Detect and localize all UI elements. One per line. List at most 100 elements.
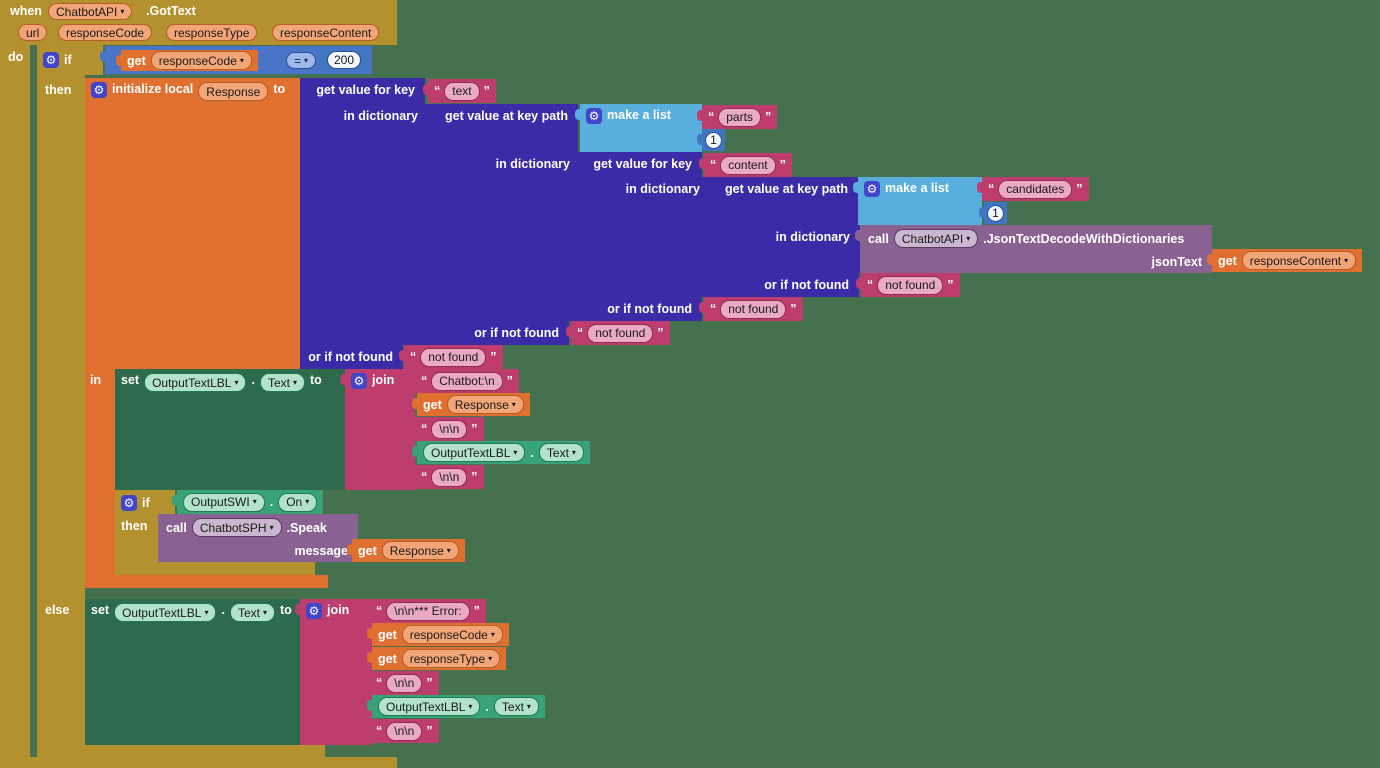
get-responseContent-block[interactable]: get responseContent▾ — [1206, 249, 1363, 272]
component-dropdown[interactable]: OutputTextLBL▾ — [144, 373, 247, 392]
dict-get-value-at-key-path-block[interactable]: get value at key path — [710, 177, 858, 225]
number-200-block[interactable]: 200 — [320, 49, 368, 71]
dict-get-value-for-key-block[interactable]: get value for key — [300, 78, 425, 104]
variable-dropdown[interactable]: responseType▾ — [401, 649, 501, 668]
operator-dropdown[interactable]: =▾ — [286, 52, 317, 69]
mutator-gear-icon[interactable]: ⚙ — [586, 108, 602, 124]
variable-dropdown[interactable]: responseCode▾ — [150, 51, 252, 70]
mutator-gear-icon[interactable]: ⚙ — [43, 52, 59, 68]
when-block-left-edge[interactable] — [0, 45, 30, 757]
string-error-prefix-block[interactable]: “ \n\n*** Error: ” — [365, 599, 486, 623]
component-dropdown[interactable]: OutputTextLBL▾ — [378, 697, 481, 716]
string-newlines-block[interactable]: “ \n\n ” — [365, 719, 439, 743]
output-text-getter-block[interactable]: OutputTextLBL▾ . Text▾ — [412, 441, 590, 464]
string-value[interactable]: not found — [587, 323, 654, 343]
property-dropdown[interactable]: On▾ — [278, 492, 318, 512]
string-value[interactable]: not found — [420, 347, 487, 367]
set-output-text-block[interactable]: set OutputTextLBL▾ . Text▾ to — [85, 599, 300, 745]
mutator-gear-icon[interactable]: ⚙ — [121, 495, 137, 511]
dict-or-if-not-found-row[interactable]: or if not found — [300, 345, 403, 369]
variable-dropdown[interactable]: responseCode▾ — [401, 625, 503, 644]
when-block-bottom-edge[interactable] — [0, 757, 397, 768]
string-newlines-block[interactable]: “ \n\n ” — [365, 671, 439, 695]
get-responseType-block[interactable]: get responseType▾ — [366, 647, 507, 670]
string-newlines-block[interactable]: “ \n\n ” — [410, 417, 484, 441]
if-block-left-edge[interactable] — [37, 75, 85, 743]
output-text-getter-block[interactable]: OutputTextLBL▾ . Text▾ — [367, 695, 545, 718]
dict-get-value-for-key-block[interactable]: get value for key — [580, 152, 702, 177]
string-value[interactable]: \n\n — [386, 721, 423, 741]
make-a-list-block[interactable]: ⚙ make a list — [853, 177, 982, 225]
string-value[interactable]: not found — [720, 299, 787, 319]
string-value[interactable]: content — [720, 155, 776, 175]
string-value[interactable]: Chatbot:\n — [431, 371, 503, 391]
nested-if-left-edge[interactable] — [115, 516, 158, 564]
string-parts-block[interactable]: “ parts ” — [696, 105, 778, 129]
component-dropdown[interactable]: OutputSWI▾ — [183, 492, 265, 512]
call-speak-block[interactable]: call ChatbotSPH▾ .Speak message — [158, 514, 358, 562]
string-candidates-block[interactable]: “ candidates ” — [977, 177, 1089, 201]
string-value[interactable]: \n\n — [431, 419, 468, 439]
string-not-found-block[interactable]: “ not found ” — [856, 273, 960, 297]
number-1-block[interactable]: 1 — [979, 202, 1007, 224]
dict-or-if-not-found-row[interactable]: or if not found — [428, 321, 569, 345]
param-chip-url[interactable]: url — [18, 24, 48, 41]
dict-in-dictionary-row[interactable]: in dictionary — [300, 104, 428, 345]
string-value[interactable]: text — [444, 81, 480, 101]
mutator-gear-icon[interactable]: ⚙ — [306, 603, 322, 619]
dict-or-if-not-found-row[interactable]: or if not found — [580, 297, 702, 321]
param-chip-responseType[interactable]: responseType — [166, 24, 258, 41]
string-value[interactable]: \n\n*** Error: — [386, 601, 470, 621]
string-not-found-block[interactable]: “ not found ” — [699, 297, 803, 321]
when-event-block[interactable]: when ChatbotAPI▾ .GotText url responseCo… — [0, 0, 397, 45]
string-value[interactable]: \n\n — [386, 673, 423, 693]
initialize-local-bottom-edge[interactable] — [85, 575, 328, 588]
get-responseCode-block[interactable]: get responseCode▾ — [367, 623, 509, 646]
number-value[interactable]: 1 — [705, 131, 722, 149]
mutator-gear-icon[interactable]: ⚙ — [91, 82, 107, 98]
set-output-text-block[interactable]: set OutputTextLBL▾ . Text▾ to — [115, 369, 345, 490]
string-chatbot-prefix-block[interactable]: “ Chatbot:\n ” — [410, 369, 519, 393]
mutator-gear-icon[interactable]: ⚙ — [864, 181, 880, 197]
string-value[interactable]: \n\n — [431, 467, 468, 487]
join-block[interactable]: ⚙ join — [340, 369, 415, 490]
variable-dropdown[interactable]: responseContent▾ — [1241, 251, 1357, 270]
dict-in-dictionary-row[interactable]: in dictionary — [710, 225, 860, 273]
dict-in-dictionary-row[interactable]: in dictionary — [580, 177, 710, 297]
string-not-found-block[interactable]: “ not found ” — [566, 321, 670, 345]
property-dropdown[interactable]: Text▾ — [493, 697, 539, 716]
property-dropdown[interactable]: Text▾ — [259, 373, 305, 392]
get-response-block[interactable]: get Response▾ — [412, 393, 530, 416]
property-dropdown[interactable]: Text▾ — [229, 603, 275, 622]
dict-get-value-at-key-path-block[interactable]: get value at key path — [428, 104, 578, 152]
local-variable-name-field[interactable]: Response — [198, 82, 269, 101]
number-value[interactable]: 1 — [987, 204, 1004, 222]
nested-if-block-header[interactable]: ⚙ if — [115, 490, 175, 516]
get-responseCode-block[interactable]: get responseCode▾ — [116, 50, 258, 71]
get-response-block[interactable]: get Response▾ — [347, 539, 465, 562]
property-dropdown[interactable]: Text▾ — [538, 443, 584, 462]
mutator-gear-icon[interactable]: ⚙ — [351, 373, 367, 389]
param-chip-responseCode[interactable]: responseCode — [58, 24, 153, 41]
event-component-dropdown[interactable]: ChatbotAPI▾ — [48, 3, 133, 20]
call-json-decode-block[interactable]: call ChatbotAPI▾ .JsonTextDecodeWithDict… — [855, 225, 1212, 273]
string-not-found-block[interactable]: “ not found ” — [399, 345, 503, 369]
number-value[interactable]: 200 — [326, 51, 362, 69]
number-1-block[interactable]: 1 — [697, 129, 725, 151]
string-value[interactable]: parts — [718, 107, 761, 127]
component-dropdown[interactable]: ChatbotSPH▾ — [191, 518, 282, 537]
string-text-block[interactable]: “ text ” — [423, 79, 496, 103]
if-block-header[interactable]: ⚙ if — [37, 45, 103, 75]
param-chip-responseContent[interactable]: responseContent — [272, 24, 380, 41]
initialize-local-block[interactable]: ⚙ initialize local Response to — [85, 78, 300, 369]
string-value[interactable]: not found — [877, 275, 944, 295]
component-dropdown[interactable]: OutputTextLBL▾ — [423, 443, 526, 462]
if-block-bottom-edge[interactable] — [37, 743, 325, 757]
output-switch-getter-block[interactable]: OutputSWI▾ . On▾ — [171, 490, 324, 514]
string-value[interactable]: candidates — [998, 179, 1073, 199]
dict-in-dictionary-row[interactable]: in dictionary — [428, 152, 580, 321]
variable-dropdown[interactable]: Response▾ — [446, 395, 524, 414]
string-content-block[interactable]: “ content ” — [699, 153, 792, 177]
component-dropdown[interactable]: ChatbotAPI▾ — [893, 229, 979, 248]
